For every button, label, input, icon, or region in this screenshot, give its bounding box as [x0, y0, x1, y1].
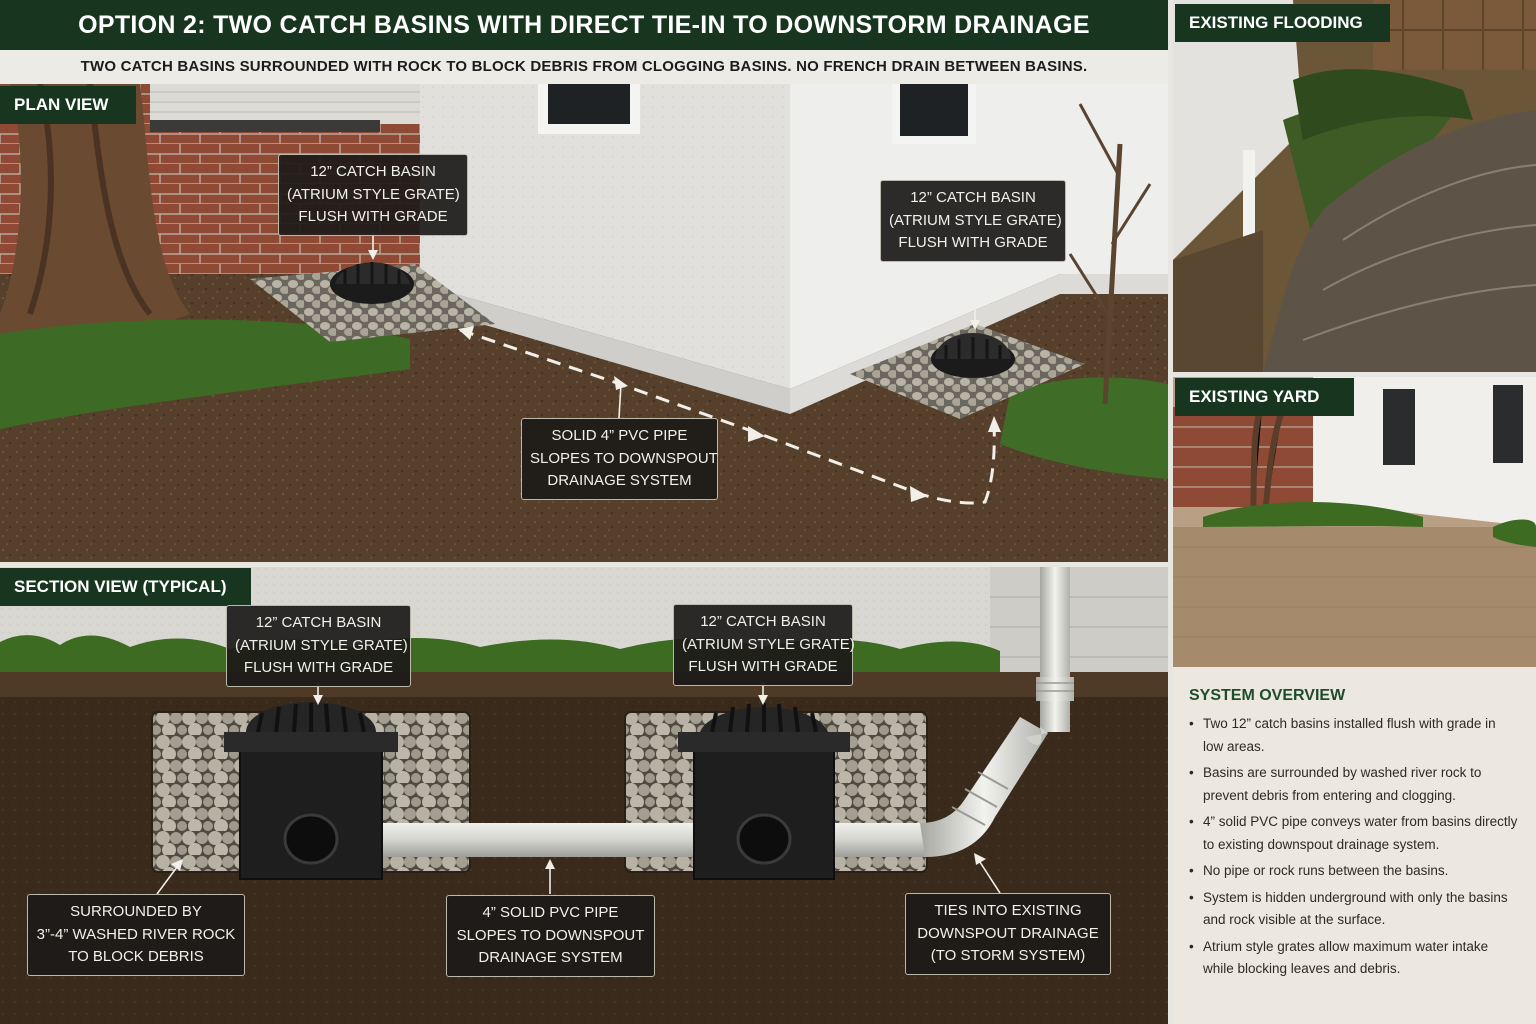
callout-line: SOLID 4” PVC PIPE: [551, 427, 688, 444]
overview-item: 4” solid PVC pipe conveys water from bas…: [1189, 811, 1518, 856]
callout-line: FLUSH WITH GRADE: [243, 659, 394, 676]
existing-yard-tag: EXISTING YARD: [1175, 378, 1354, 416]
plan-callout-basin-right: 12” CATCH BASIN (ATRIUM STYLE GRATE) FLU…: [880, 180, 1066, 262]
overview-item: No pipe or rock runs between the basins.: [1189, 860, 1518, 883]
existing-flooding-tag: EXISTING FLOODING: [1175, 4, 1390, 42]
system-overview-list: Two 12” catch basins installed flush wit…: [1189, 713, 1518, 981]
photo-divider: [1173, 372, 1536, 377]
callout-line: SLOPES TO DOWNSPOUT: [456, 926, 645, 944]
flooding-photo-illustration: [1173, 0, 1536, 372]
section-view-tag: SECTION VIEW (TYPICAL): [0, 568, 251, 606]
plan-view-label: PLAN VIEW: [14, 95, 109, 114]
section-callout-rock: SURROUNDED BY 3”-4” WASHED RIVER ROCK TO…: [27, 894, 245, 976]
callout-line: TIES INTO EXISTING: [934, 902, 1082, 919]
section-callout-basin-right: 12” CATCH BASIN (ATRIUM STYLE GRATE) FLU…: [673, 604, 855, 686]
plan-view-panel: [0, 84, 1168, 562]
callout-line: 12” CATCH BASIN: [700, 613, 826, 630]
existing-flooding-photo: [1173, 0, 1536, 372]
callout-line: (TO STORM SYSTEM): [930, 947, 1086, 964]
callout-line: FLUSH WITH GRADE: [298, 208, 448, 225]
callout-line: 12” CATCH BASIN: [255, 614, 382, 631]
plan-callout-basin-left: 12” CATCH BASIN (ATRIUM STYLE GRATE) FLU…: [278, 154, 468, 236]
page-title: OPTION 2: TWO CATCH BASINS WITH DIRECT T…: [78, 11, 1090, 39]
subtitle-bar: TWO CATCH BASINS SURROUNDED WITH ROCK TO…: [0, 50, 1168, 84]
callout-line: 12” CATCH BASIN: [910, 189, 1036, 206]
callout-line: SURROUNDED BY: [70, 903, 202, 920]
callout-line: (ATRIUM STYLE GRATE): [235, 636, 408, 654]
plan-view-illustration: [0, 84, 1168, 562]
callout-line: TO BLOCK DEBRIS: [68, 948, 204, 965]
existing-yard-label: EXISTING YARD: [1189, 387, 1320, 406]
panel-divider: [0, 562, 1168, 567]
overview-item: Two 12” catch basins installed flush wit…: [1189, 713, 1518, 758]
callout-line: DRAINAGE SYSTEM: [478, 949, 623, 966]
section-callout-tie-in: TIES INTO EXISTING DOWNSPOUT DRAINAGE (T…: [905, 893, 1111, 975]
system-overview-panel: SYSTEM OVERVIEW Two 12” catch basins ins…: [1173, 667, 1536, 1024]
page-subtitle: TWO CATCH BASINS SURROUNDED WITH ROCK TO…: [80, 58, 1088, 75]
overview-item: System is hidden underground with only t…: [1189, 887, 1518, 932]
callout-line: 4” SOLID PVC PIPE: [482, 904, 619, 921]
title-banner: OPTION 2: TWO CATCH BASINS WITH DIRECT T…: [0, 0, 1168, 50]
section-view-label: SECTION VIEW (TYPICAL): [14, 577, 227, 596]
callout-line: SLOPES TO DOWNSPOUT: [530, 449, 718, 467]
system-overview-heading: SYSTEM OVERVIEW: [1189, 687, 1346, 704]
plan-view-tag: PLAN VIEW: [0, 86, 136, 124]
overview-item: Atrium style grates allow maximum water …: [1189, 936, 1518, 981]
right-column-gap: [1168, 0, 1173, 1024]
callout-line: FLUSH WITH GRADE: [898, 234, 1048, 251]
callout-line: (ATRIUM STYLE GRATE): [682, 635, 855, 653]
callout-line: 3”-4” WASHED RIVER ROCK: [36, 925, 236, 943]
callout-line: DOWNSPOUT DRAINAGE: [917, 924, 1099, 942]
existing-flooding-label: EXISTING FLOODING: [1189, 13, 1363, 32]
callout-line: (ATRIUM STYLE GRATE): [287, 185, 460, 203]
callout-line: FLUSH WITH GRADE: [688, 658, 838, 675]
callout-line: DRAINAGE SYSTEM: [547, 472, 692, 489]
yard-photo-illustration: [1173, 377, 1536, 667]
callout-line: (ATRIUM STYLE GRATE): [889, 211, 1062, 229]
callout-line: 12” CATCH BASIN: [310, 163, 436, 180]
existing-yard-photo: [1173, 377, 1536, 667]
section-callout-pipe: 4” SOLID PVC PIPE SLOPES TO DOWNSPOUT DR…: [446, 895, 655, 977]
section-callout-basin-left: 12” CATCH BASIN (ATRIUM STYLE GRATE) FLU…: [226, 605, 411, 687]
plan-callout-pipe: SOLID 4” PVC PIPE SLOPES TO DOWNSPOUT DR…: [521, 418, 718, 500]
overview-item: Basins are surrounded by washed river ro…: [1189, 762, 1518, 807]
